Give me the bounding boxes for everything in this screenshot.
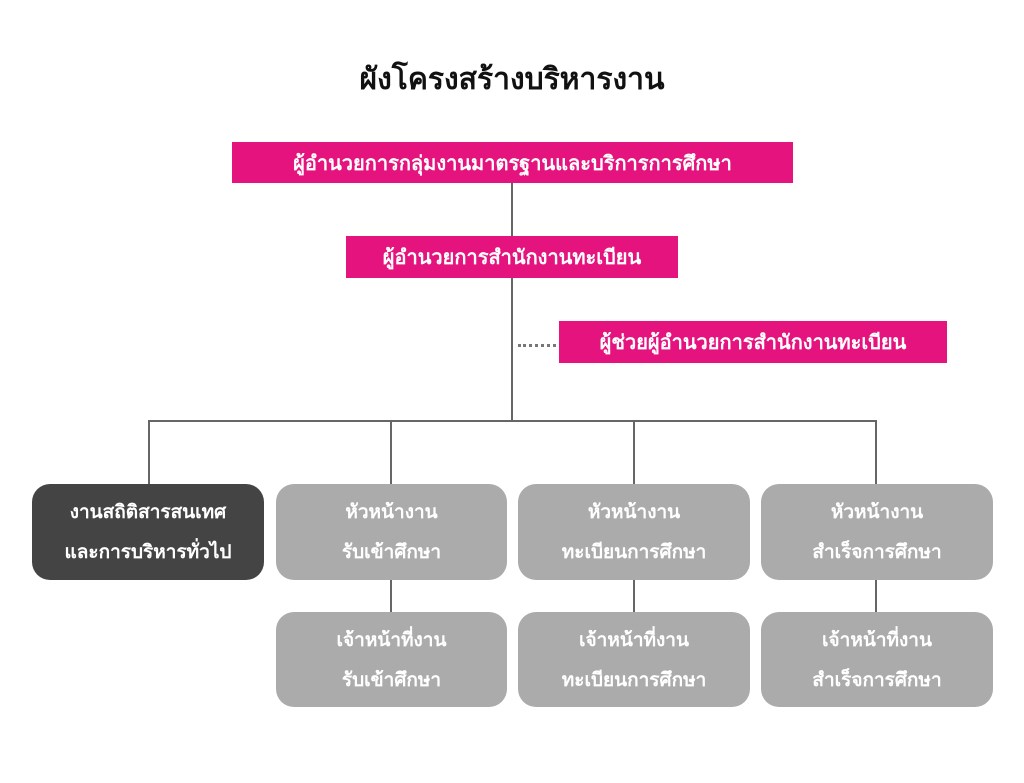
unit-line1: หัวหน้างาน — [587, 501, 681, 523]
connector-drop-3 — [633, 420, 635, 484]
chart-title: ผังโครงสร้างบริหารงาน — [359, 62, 665, 97]
box-group-director: ผู้อำนวยการกลุ่มงานมาตรฐานและบริการการศึ… — [232, 142, 793, 183]
unit-line1: หัวหน้างาน — [830, 501, 924, 523]
box-registration-head: หัวหน้างาน ทะเบียนการศึกษา — [518, 484, 750, 580]
unit-line2: รับเข้าศึกษา — [341, 541, 442, 563]
connector-horizontal — [148, 420, 877, 422]
connector-staff-3 — [633, 580, 635, 612]
unit-line2: สำเร็จการศึกษา — [812, 541, 942, 563]
box-statistics-unit: งานสถิติสารสนเทศ และการบริหารทั่วไป — [32, 484, 264, 580]
box-registrar-director: ผู้อำนวยการสำนักงานทะเบียน — [346, 236, 678, 278]
box-assistant-director: ผู้ช่วยผู้อำนวยการสำนักงานทะเบียน — [559, 321, 947, 363]
staff-line2: สำเร็จการศึกษา — [812, 668, 942, 691]
connector-drop-2 — [390, 420, 392, 484]
staff-line2: ทะเบียนการศึกษา — [561, 668, 707, 691]
unit-line2: และการบริหารทั่วไป — [64, 541, 232, 563]
box-graduation-staff: เจ้าหน้าที่งาน สำเร็จการศึกษา — [761, 612, 993, 707]
staff-line1: เจ้าหน้าที่งาน — [579, 628, 689, 651]
staff-line1: เจ้าหน้าที่งาน — [822, 628, 932, 651]
box-graduation-head: หัวหน้างาน สำเร็จการศึกษา — [761, 484, 993, 580]
box-registration-staff: เจ้าหน้าที่งาน ทะเบียนการศึกษา — [518, 612, 750, 707]
connector-staff-4 — [875, 580, 877, 612]
connector-staff-2 — [390, 580, 392, 612]
box-admissions-staff: เจ้าหน้าที่งาน รับเข้าศึกษา — [276, 612, 507, 707]
box-admissions-head: หัวหน้างาน รับเข้าศึกษา — [276, 484, 507, 580]
connector-main — [511, 183, 513, 422]
connector-drop-1 — [148, 420, 150, 484]
connector-drop-4 — [875, 420, 877, 484]
unit-line2: ทะเบียนการศึกษา — [561, 541, 707, 563]
unit-line1: หัวหน้างาน — [345, 501, 438, 523]
unit-line1: งานสถิติสารสนเทศ — [69, 501, 227, 523]
staff-line2: รับเข้าศึกษา — [341, 668, 442, 691]
staff-line1: เจ้าหน้าที่งาน — [336, 628, 447, 651]
connector-assistant-dotted — [518, 344, 556, 347]
